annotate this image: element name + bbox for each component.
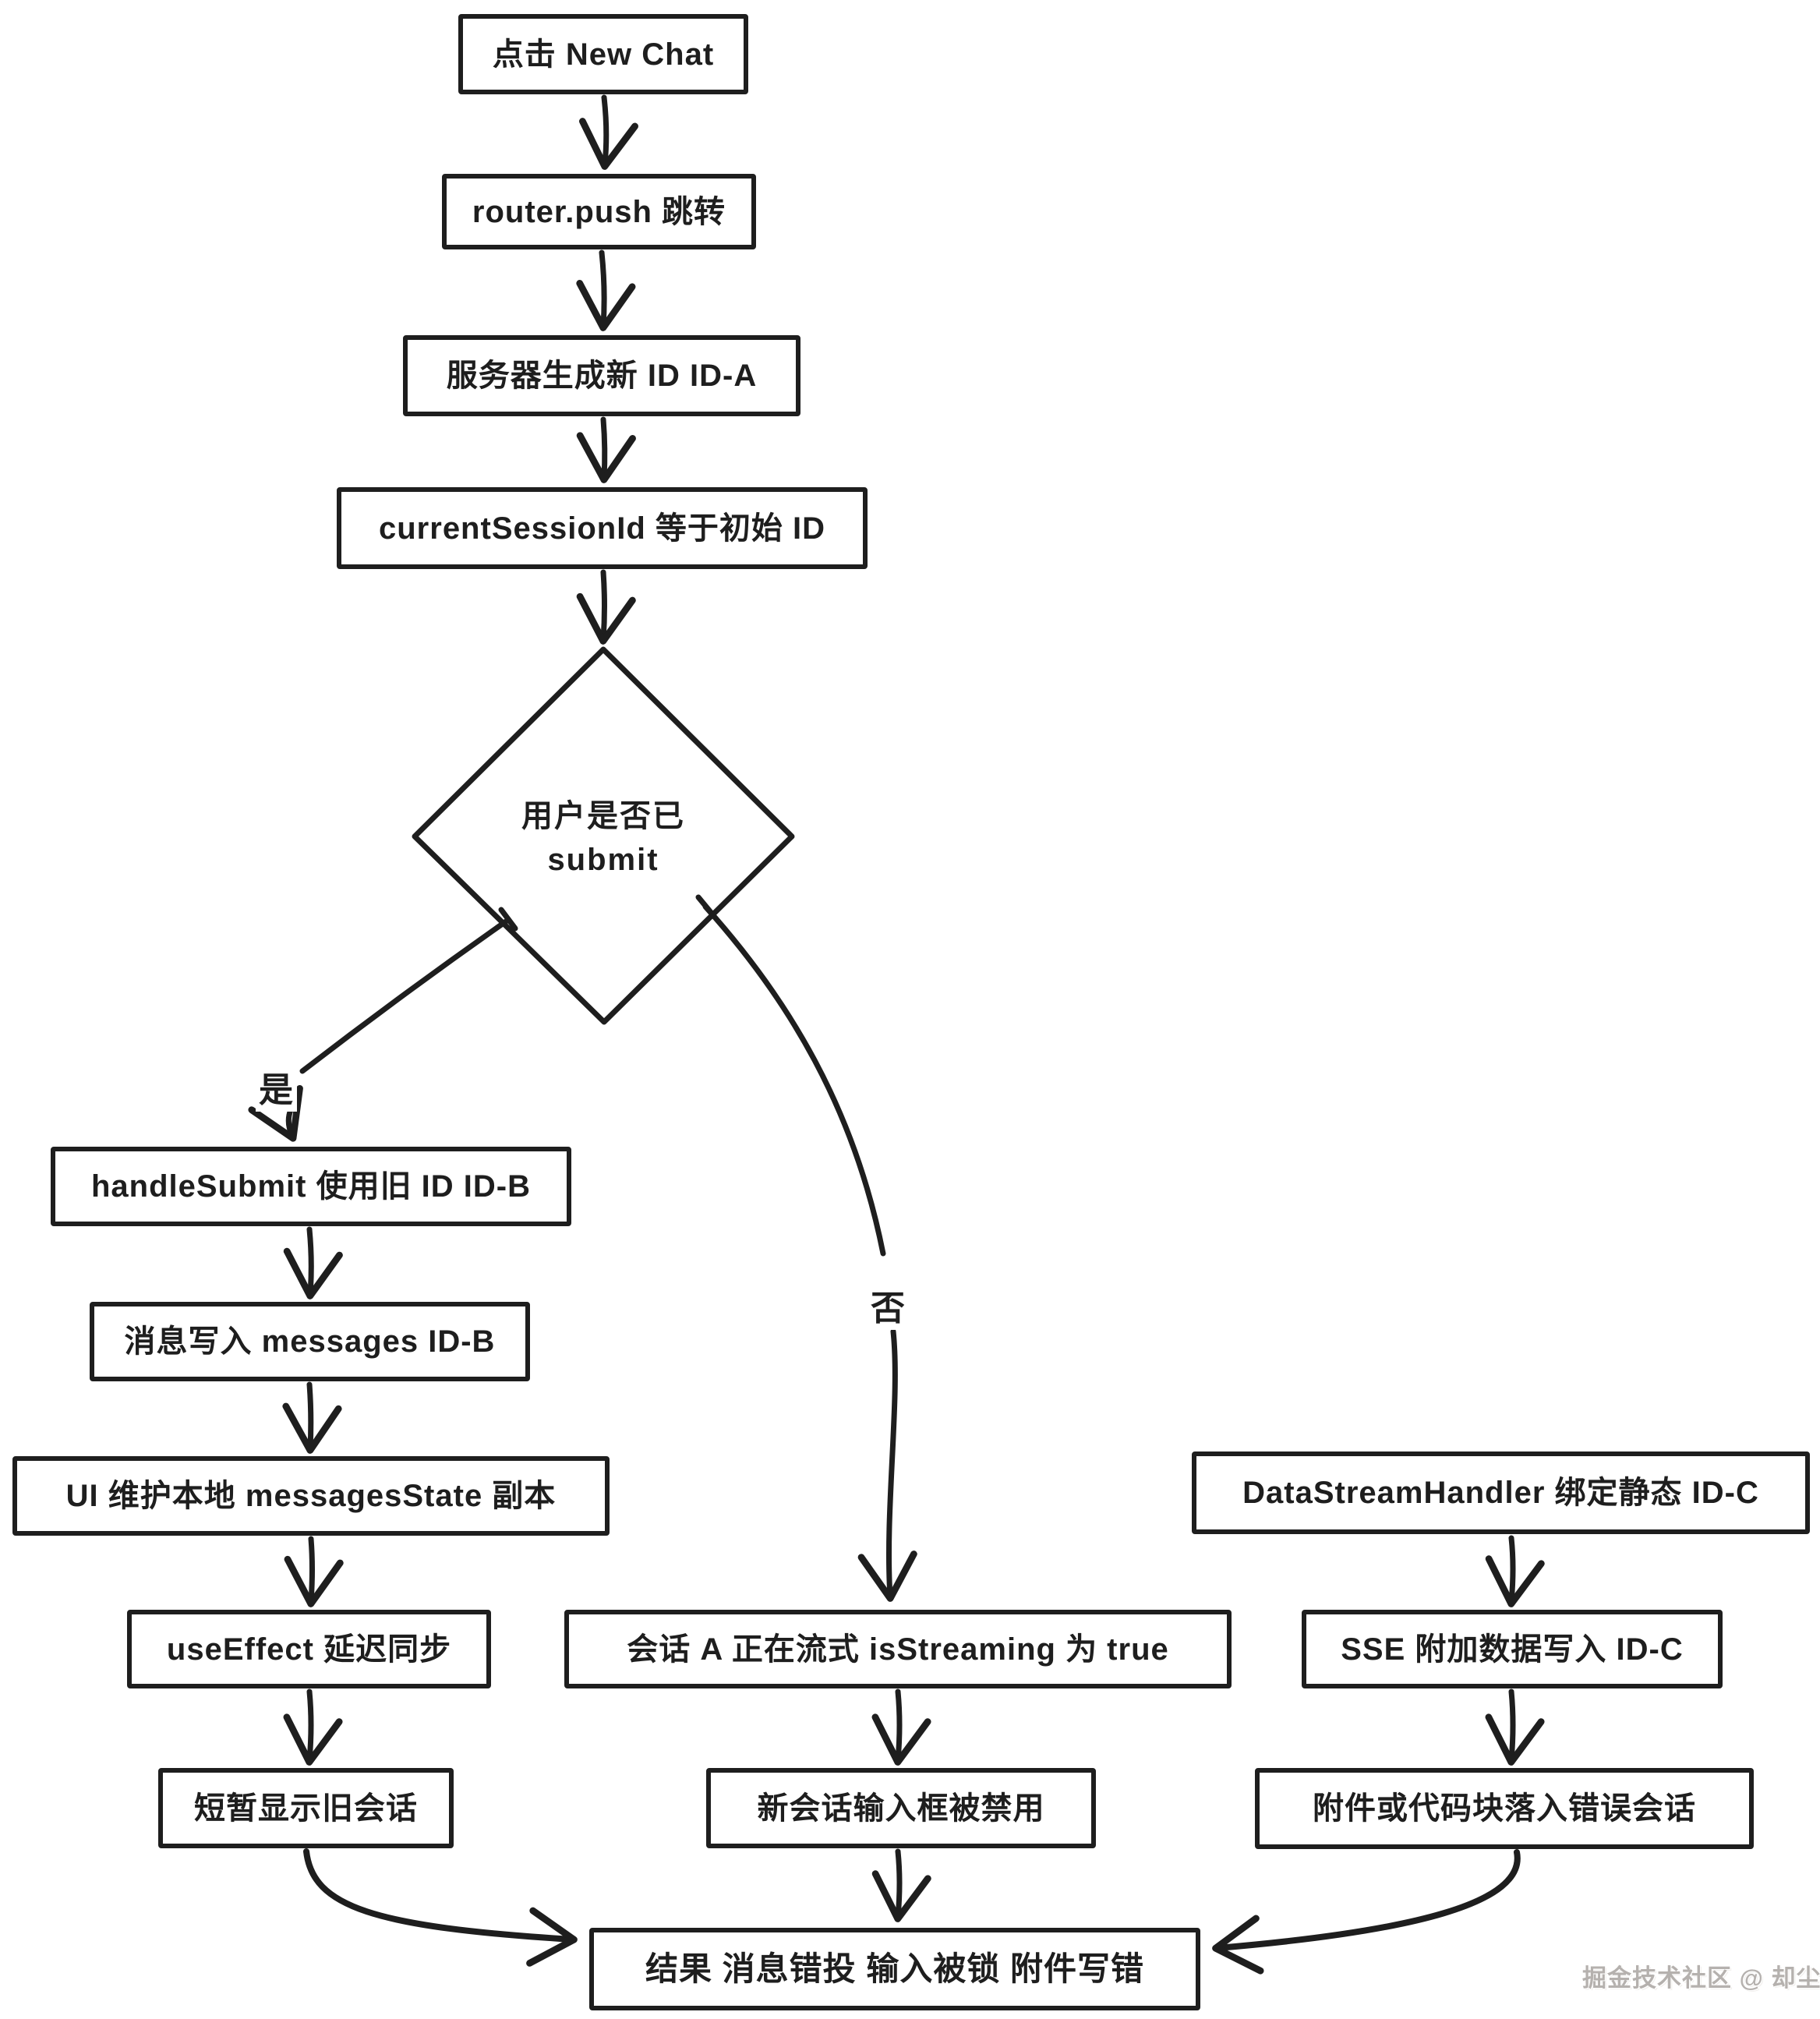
node-new-session-input-disabled: 新会话输入框被禁用 <box>706 1768 1096 1848</box>
watermark-text: 掘金技术社区 @ 却尘 <box>1582 1964 1820 1992</box>
node-server-new-id-label: 服务器生成新 ID ID-A <box>446 359 758 393</box>
node-data-stream-handler-label: DataStreamHandler 绑定静态 ID-C <box>1242 1476 1759 1510</box>
node-attachment-wrong-session: 附件或代码块落入错误会话 <box>1255 1768 1754 1849</box>
node-decision-user-submitted: 用户是否已 submit <box>447 772 759 904</box>
edge-handlesubmit-to-msgwrite <box>283 1226 343 1299</box>
node-briefly-show-old-session-label: 短暂显示旧会话 <box>194 1791 418 1826</box>
node-briefly-show-old-session: 短暂显示旧会话 <box>158 1768 454 1848</box>
edge-useeffect-to-briefold <box>283 1688 343 1766</box>
edge-server-to-session <box>576 416 636 483</box>
edge-session-to-decision <box>576 569 636 645</box>
edge-decision-yes-line <box>299 917 511 1074</box>
edge-inputdisabled-to-result <box>871 1848 931 1922</box>
edge-no-arrow <box>857 1328 917 1602</box>
node-data-stream-handler: DataStreamHandler 绑定静态 ID-C <box>1192 1451 1810 1534</box>
node-result-summary-label: 结果 消息错投 输入被锁 附件写错 <box>645 1950 1144 1987</box>
node-ui-local-messages-state-label: UI 维护本地 messagesState 副本 <box>65 1479 557 1513</box>
decision-label-line1: 用户是否已 <box>521 799 685 833</box>
edge-start-to-router <box>578 94 638 170</box>
node-session-a-streaming-label: 会话 A 正在流式 isStreaming 为 true <box>627 1632 1169 1667</box>
node-use-effect-delayed-sync-label: useEffect 延迟同步 <box>166 1632 452 1667</box>
edge-sse-to-attach <box>1485 1688 1545 1766</box>
decision-label-line2: submit <box>547 843 659 877</box>
node-router-push: router.push 跳转 <box>442 174 756 249</box>
edge-datastream-to-sse <box>1485 1535 1545 1607</box>
edge-label-no: 否 <box>868 1280 909 1330</box>
edge-label-no-text: 否 <box>871 1289 906 1328</box>
node-attachment-wrong-session-label: 附件或代码块落入错误会话 <box>1313 1791 1696 1826</box>
edge-briefold-to-result <box>303 1848 578 1967</box>
node-handle-submit-old-id: handleSubmit 使用旧 ID ID-B <box>51 1147 571 1226</box>
node-message-write: 消息写入 messages ID-B <box>90 1302 530 1381</box>
edge-decision-no-curve <box>702 903 886 1257</box>
watermark: 掘金技术社区 @ 却尘 <box>1582 1958 1820 1993</box>
node-message-write-label: 消息写入 messages ID-B <box>124 1324 496 1359</box>
node-current-session-id: currentSessionId 等于初始 ID <box>337 487 868 569</box>
edge-decision-yes-tick <box>498 907 518 932</box>
node-result-summary: 结果 消息错投 输入被锁 附件写错 <box>589 1928 1200 2010</box>
node-click-new-chat-label: 点击 New Chat <box>492 37 715 72</box>
edge-uicopy-to-useeffect <box>284 1536 344 1607</box>
edge-label-yes: 是 <box>256 1062 297 1112</box>
decision-diamond <box>412 646 795 1025</box>
node-router-push-label: router.push 跳转 <box>472 194 726 229</box>
node-sse-write-id-c: SSE 附加数据写入 ID-C <box>1302 1610 1723 1688</box>
node-server-new-id: 服务器生成新 ID ID-A <box>403 335 800 416</box>
edge-decision-no-tick <box>695 894 716 918</box>
node-handle-submit-old-id-label: handleSubmit 使用旧 ID ID-B <box>91 1169 531 1204</box>
node-click-new-chat: 点击 New Chat <box>458 14 748 94</box>
edge-label-yes-text: 是 <box>259 1071 294 1109</box>
node-session-a-streaming: 会话 A 正在流式 isStreaming 为 true <box>564 1610 1232 1688</box>
edge-streaming-to-inputdisabled <box>871 1688 931 1766</box>
node-sse-write-id-c-label: SSE 附加数据写入 ID-C <box>1341 1632 1684 1667</box>
edge-msgwrite-to-uicopy <box>282 1381 342 1454</box>
node-use-effect-delayed-sync: useEffect 延迟同步 <box>127 1610 491 1688</box>
node-new-session-input-disabled-label: 新会话输入框被禁用 <box>757 1791 1045 1826</box>
edge-attach-to-result <box>1212 1849 1521 1975</box>
node-current-session-id-label: currentSessionId 等于初始 ID <box>379 511 825 546</box>
node-ui-local-messages-state: UI 维护本地 messagesState 副本 <box>12 1456 610 1536</box>
edge-router-to-server <box>576 249 636 331</box>
